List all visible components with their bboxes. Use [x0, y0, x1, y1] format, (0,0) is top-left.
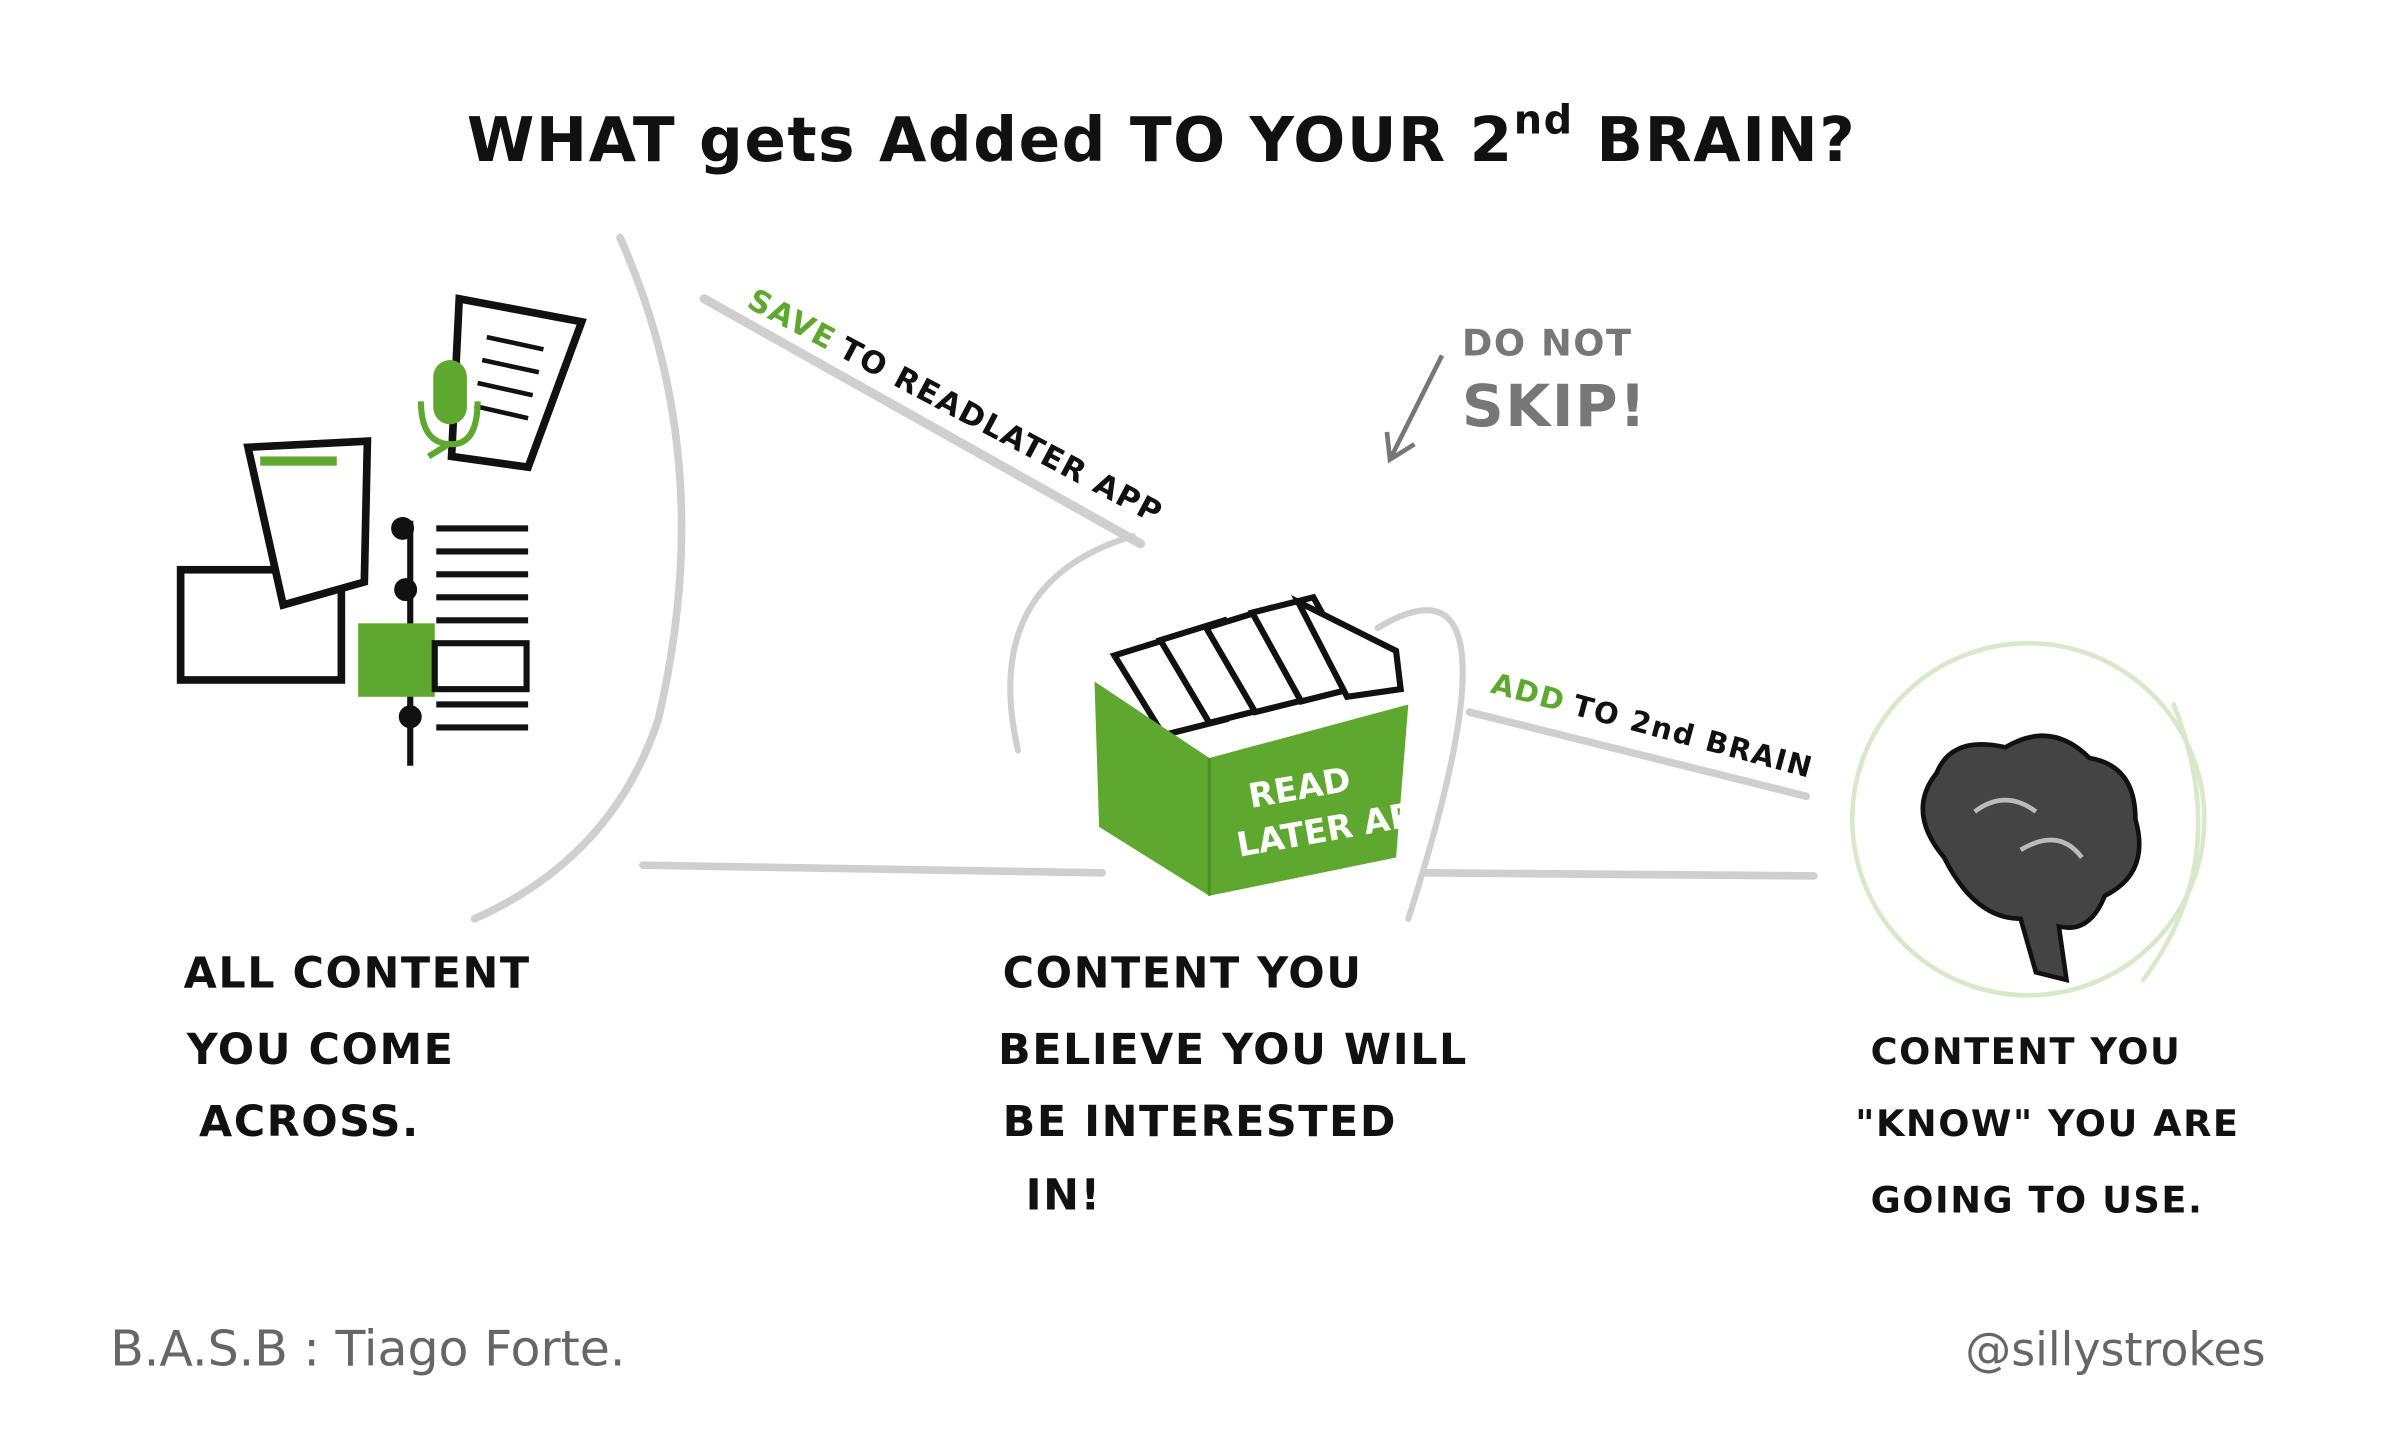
svg-text:SKIP!: SKIP!: [1462, 372, 1647, 440]
do-not-skip-callout: DO NOT SKIP!: [1384, 321, 1647, 464]
svg-text:DO NOT: DO NOT: [1462, 321, 1633, 364]
source-credit: B.A.S.B : Tiago Forte.: [110, 1321, 625, 1378]
svg-text:ALL CONTENT: ALL CONTENT: [184, 949, 531, 999]
content-sources-icon: [176, 294, 587, 766]
page-title: WHAT gets Added TO YOUR 2nd BRAIN?: [467, 97, 1856, 176]
stage-know-use: CONTENT YOU "KNOW" YOU ARE GOING TO USE.: [1855, 1030, 2239, 1222]
svg-text:YOU COME: YOU COME: [186, 1025, 455, 1075]
stage-believe-interested: CONTENT YOU BELIEVE YOU WILL BE INTEREST…: [998, 949, 1468, 1221]
svg-text:GOING TO USE.: GOING TO USE.: [1871, 1179, 2204, 1222]
stage-all-content: ALL CONTENT YOU COME ACROSS.: [184, 949, 531, 1147]
svg-text:IN!: IN!: [1026, 1171, 1102, 1221]
author-handle: @sillystrokes: [1965, 1323, 2265, 1377]
svg-text:CONTENT YOU: CONTENT YOU: [1003, 949, 1363, 999]
save-to-readlater-label: SAVETO READLATER APP: [742, 283, 1169, 532]
funnel-lines: [470, 233, 2207, 998]
microphone-icon: [417, 360, 481, 460]
read-later-box-icon: READ LATER APP: [1094, 593, 1441, 896]
svg-text:BE INTERESTED: BE INTERESTED: [1003, 1097, 1397, 1147]
svg-text:ACROSS.: ACROSS.: [199, 1097, 420, 1147]
svg-text:"KNOW" YOU ARE: "KNOW" YOU ARE: [1855, 1102, 2239, 1145]
svg-text:CONTENT YOU: CONTENT YOU: [1871, 1030, 2182, 1073]
svg-text:BELIEVE YOU WILL: BELIEVE YOU WILL: [998, 1025, 1468, 1075]
brain-icon: [1920, 733, 2142, 984]
